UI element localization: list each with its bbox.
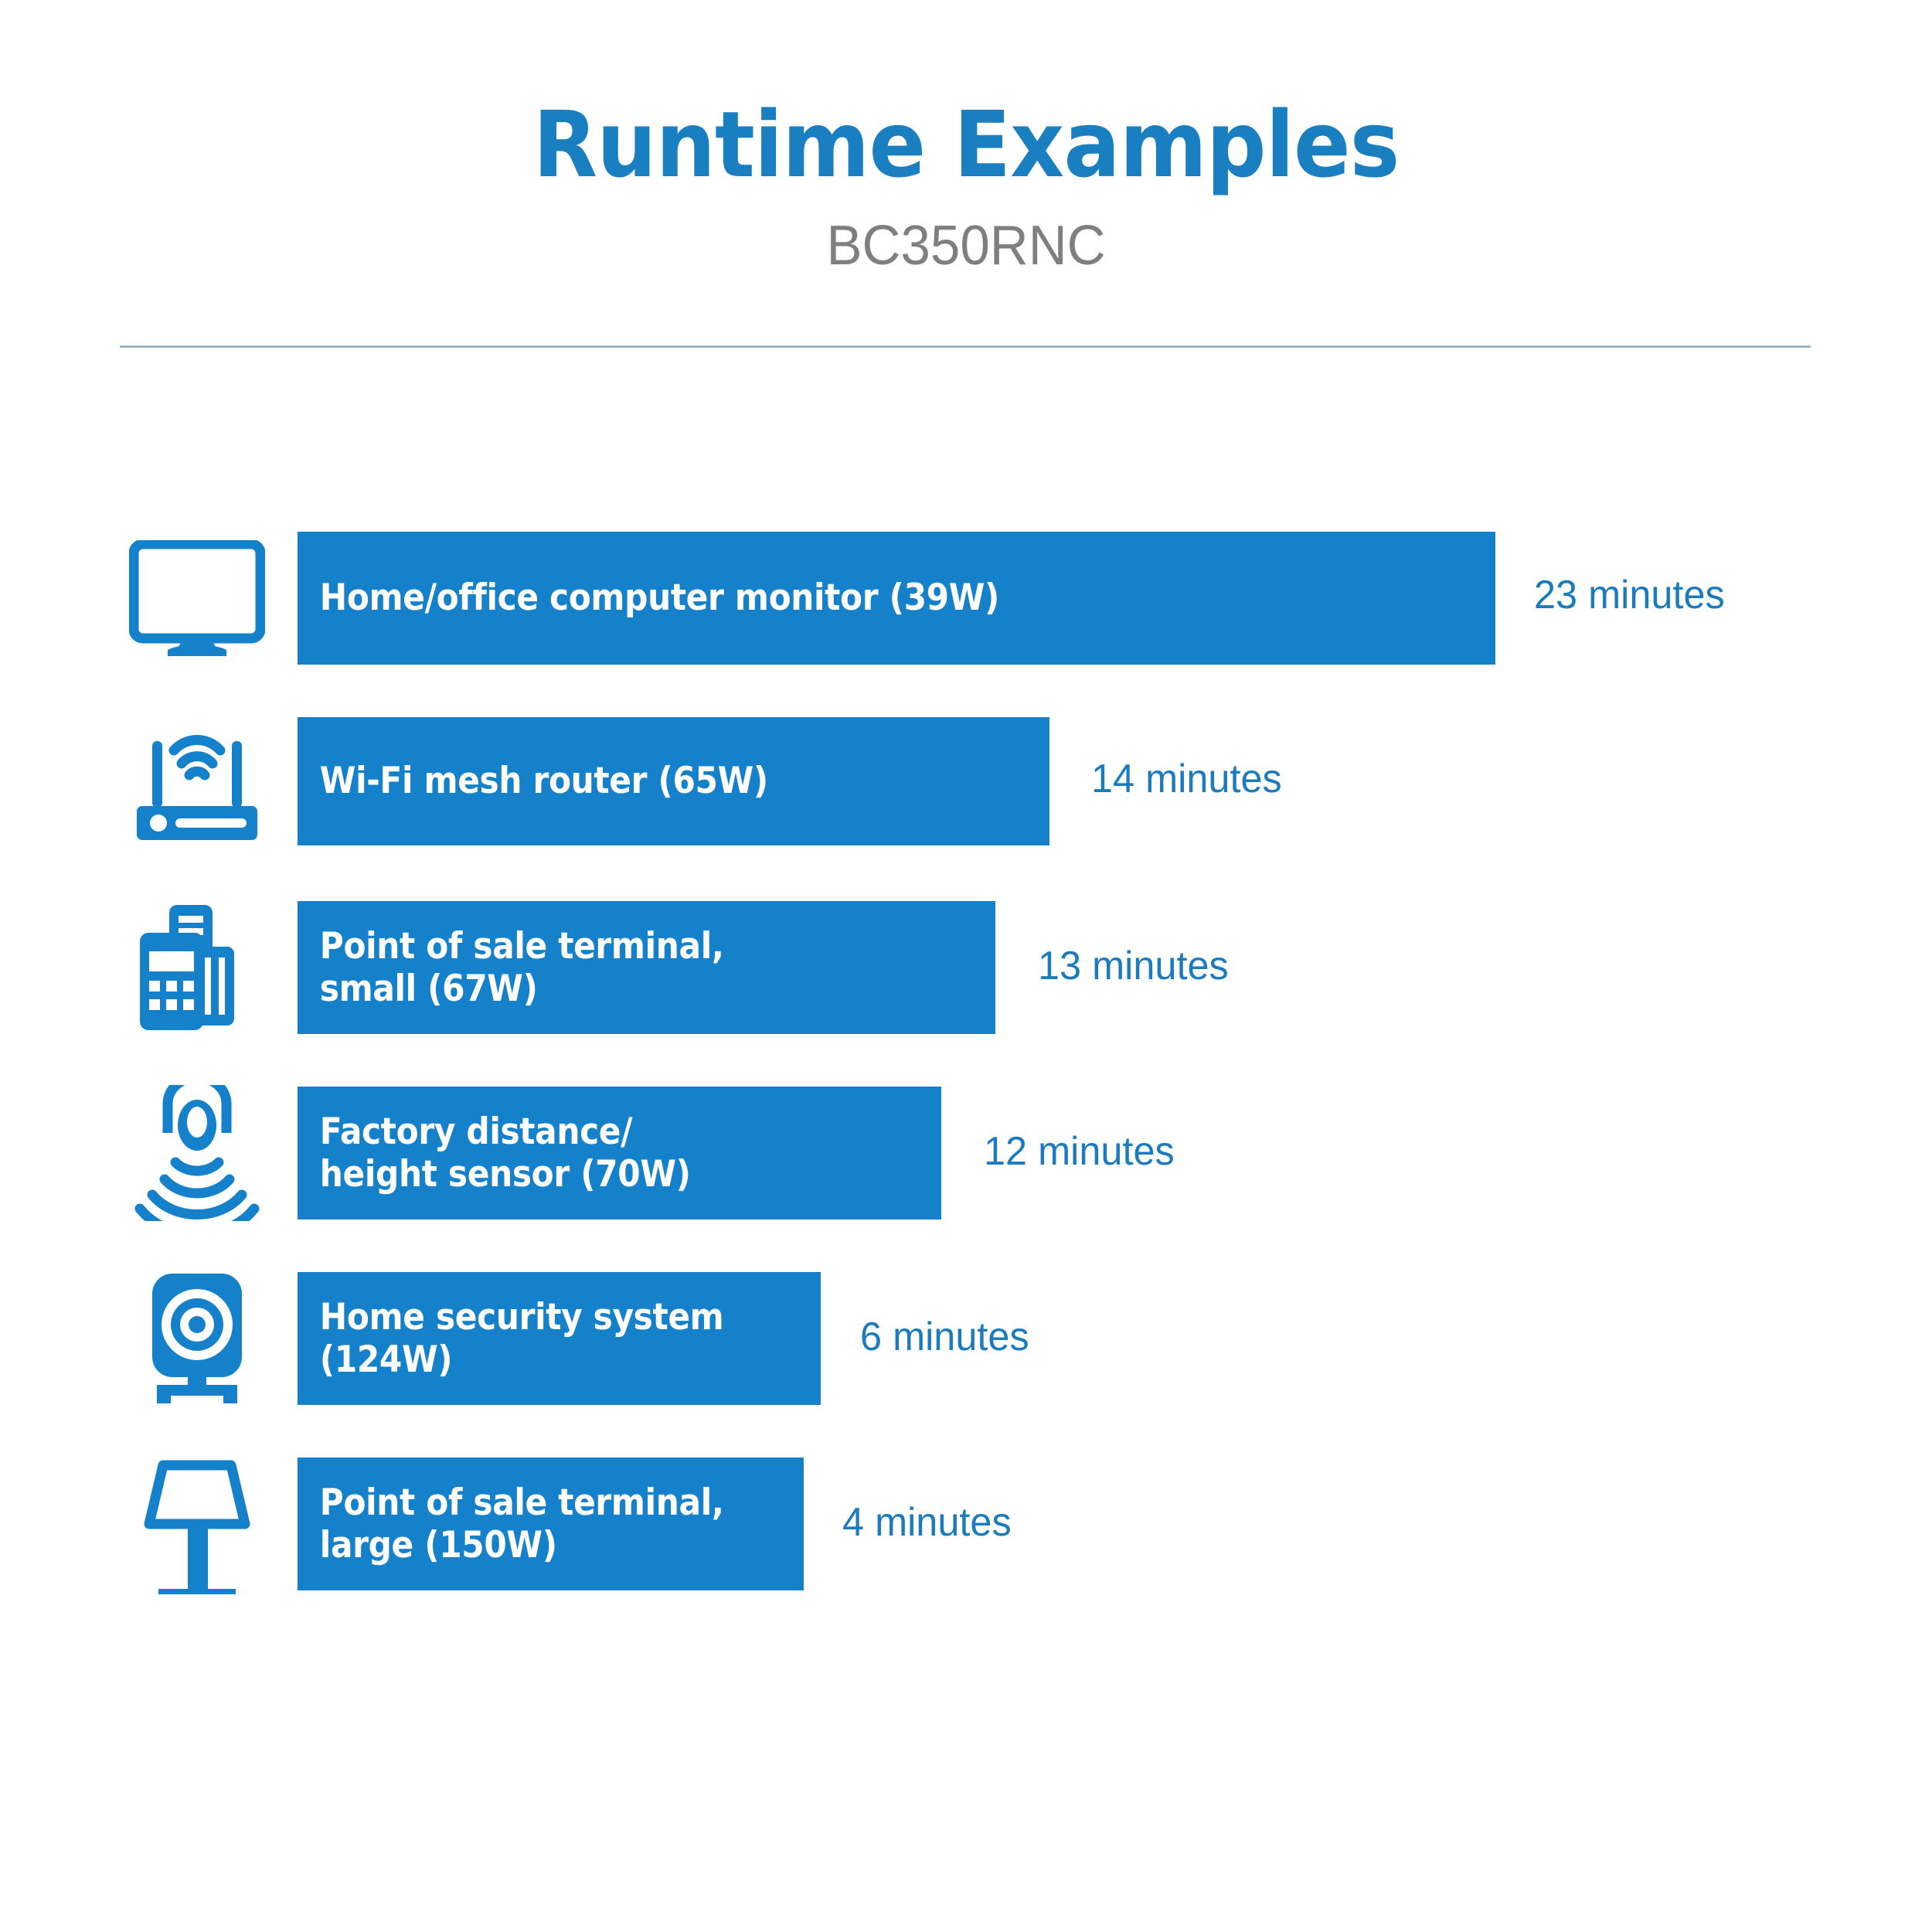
bar-label: Home/office computer monitor (39W)	[319, 577, 1000, 620]
chart-row: Home/office computer monitor (39W) 23 mi…	[0, 532, 1932, 665]
pos-kiosk-large-icon	[120, 1458, 274, 1601]
runtime-value: 4 minutes	[842, 1500, 1012, 1545]
bar: Point of sale terminal, large (150W)	[298, 1458, 804, 1590]
bar-label: Point of sale terminal, small (67W)	[319, 924, 724, 1010]
bar-label: Wi-Fi mesh router (65W)	[319, 760, 768, 803]
runtime-value: 12 minutes	[984, 1129, 1175, 1174]
bar: Point of sale terminal, small (67W)	[298, 901, 995, 1034]
model-subtitle: BC350RNC	[826, 215, 1106, 277]
security-camera-icon	[120, 1272, 274, 1405]
bar: Factory distance/ height sensor (70W)	[298, 1087, 941, 1219]
bar: Home security system (124W)	[298, 1272, 821, 1405]
page-title: Runtime Examples	[532, 91, 1400, 198]
runtime-value: 13 minutes	[1038, 944, 1229, 988]
computer-monitor-icon	[120, 532, 274, 665]
header-divider	[120, 345, 1811, 348]
bar-label: Factory distance/ height sensor (70W)	[319, 1110, 691, 1196]
pos-terminal-small-icon	[120, 901, 274, 1034]
bar: Wi-Fi mesh router (65W)	[298, 717, 1049, 845]
chart-row: Point of sale terminal, large (150W) 4 m…	[0, 1458, 1932, 1594]
runtime-value: 6 minutes	[860, 1315, 1029, 1359]
runtime-value: 23 minutes	[1534, 573, 1725, 617]
chart-row: Home security system (124W) 6 minutes	[0, 1272, 1932, 1405]
proximity-sensor-icon	[120, 1085, 274, 1221]
bar: Home/office computer monitor (39W)	[298, 532, 1495, 665]
chart-row: Wi-Fi mesh router (65W) 14 minutes	[0, 717, 1932, 845]
header: Runtime Examples BC350RNC	[0, 0, 1932, 274]
runtime-value: 14 minutes	[1091, 757, 1282, 801]
chart-row: Point of sale terminal, small (67W) 13 m…	[0, 901, 1932, 1034]
bar-label: Point of sale terminal, large (150W)	[319, 1481, 724, 1566]
chart-row: Factory distance/ height sensor (70W) 12…	[0, 1085, 1932, 1221]
wifi-router-icon	[120, 717, 274, 845]
bar-label: Home security system (124W)	[319, 1295, 724, 1381]
